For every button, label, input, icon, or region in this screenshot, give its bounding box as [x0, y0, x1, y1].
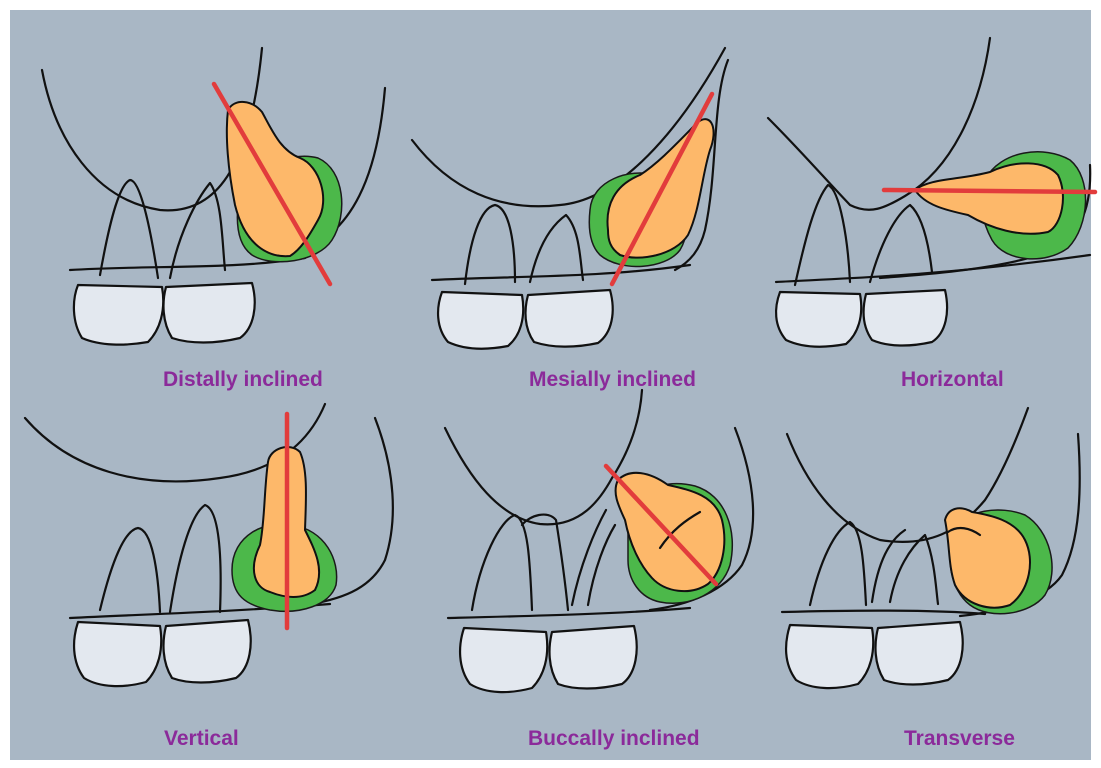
panel-label: Buccally inclined [528, 727, 700, 750]
adjacent-molar-crown [876, 622, 963, 685]
panel-label: Mesially inclined [529, 368, 696, 391]
panel-label: Distally inclined [163, 368, 323, 391]
adjacent-molar-crown [74, 285, 163, 345]
adjacent-molar-crown [786, 625, 873, 688]
adjacent-molar-crown [550, 626, 637, 689]
adjacent-molar-crown [776, 292, 861, 347]
adjacent-molar-crown [864, 290, 948, 346]
tooth-axis-line [884, 190, 1095, 192]
adjacent-molar-crown [460, 628, 547, 692]
adjacent-molar-crown [164, 283, 255, 343]
panel-label: Transverse [904, 727, 1015, 750]
adjacent-molar-crown [164, 620, 251, 683]
adjacent-molar-crown [74, 622, 161, 686]
adjacent-molar-crown [438, 292, 523, 349]
panel-label: Vertical [164, 727, 239, 750]
panel-label: Horizontal [901, 368, 1004, 391]
adjacent-molar-crown [526, 290, 613, 347]
